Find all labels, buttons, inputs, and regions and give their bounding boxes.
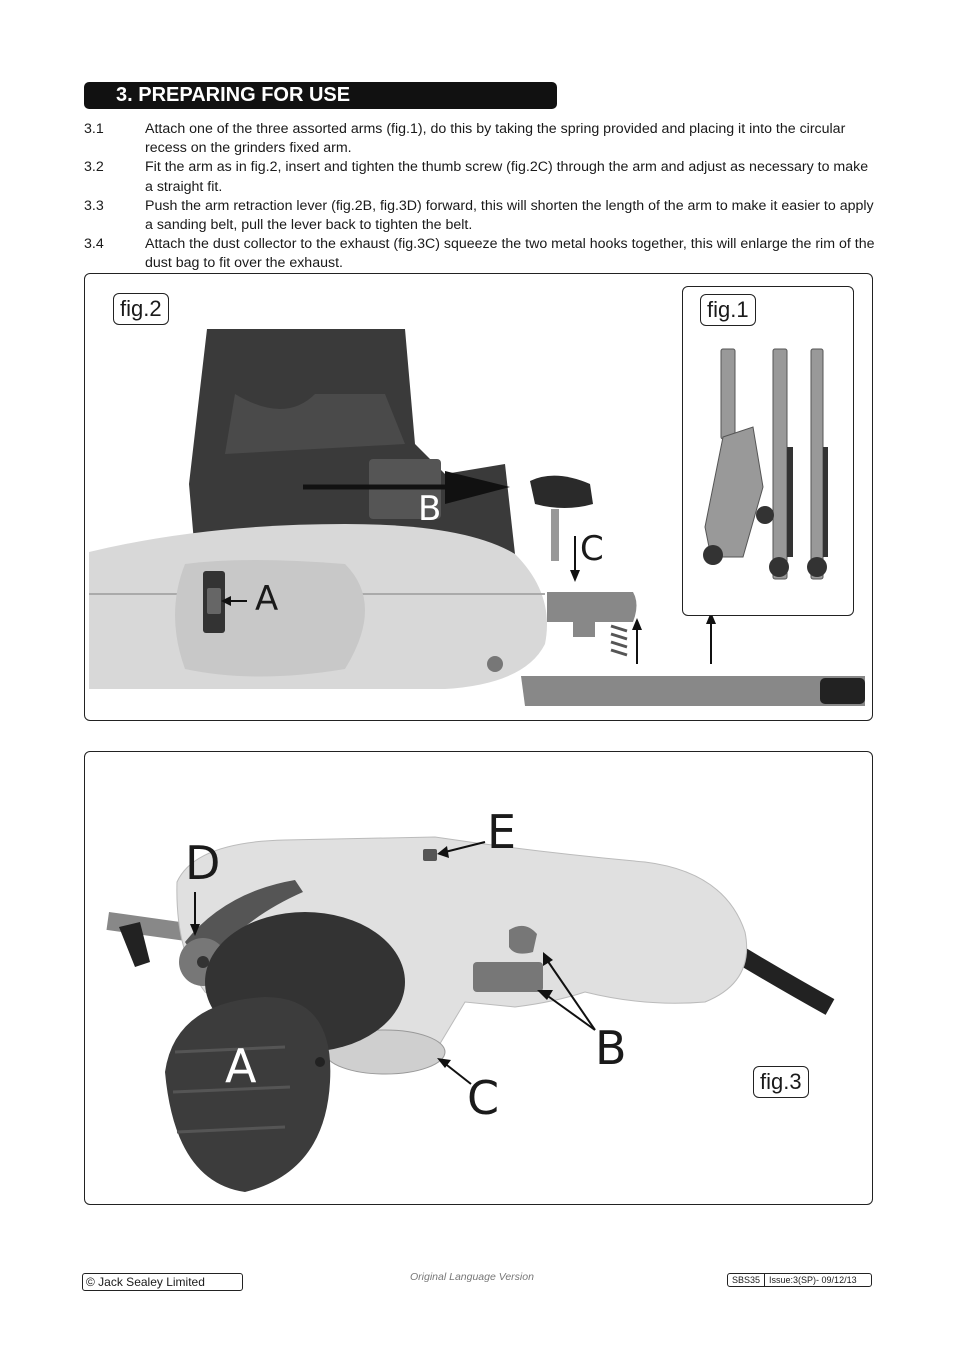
fig1-illustration <box>703 348 828 580</box>
fig3-callout-c: C <box>467 1071 500 1125</box>
step-text: Attach one of the three assorted arms (f… <box>145 121 846 157</box>
step-number: 3.1 <box>84 121 104 137</box>
fig2-callout-b: B <box>418 489 442 529</box>
fig2-callout-a: A <box>255 579 279 619</box>
step-number: 3.4 <box>84 236 104 253</box>
step-item: 3.2 Fit the arm as in fig.2, insert and … <box>84 158 876 196</box>
fig3-callout-d: D <box>185 836 221 890</box>
fig3-callout-b: B <box>595 1021 627 1075</box>
step-text: Push the arm retraction lever (fig.2B, f… <box>145 197 874 234</box>
fig1-panel: fig.1 <box>682 286 854 616</box>
copyright-notice: © Jack Sealey Limited <box>82 1273 243 1291</box>
step-number: 3.2 <box>84 159 104 176</box>
step-text: Attach the dust collector to the exhaust… <box>145 236 875 272</box>
model-number: SBS35 <box>732 1275 761 1285</box>
fig1-label: fig.1 <box>700 294 756 326</box>
fig3-callout-e: E <box>487 805 517 859</box>
step-item: 3.1 Attach one of the three assorted arm… <box>84 120 876 158</box>
step-item: 3.4 Attach the dust collector to the exh… <box>84 235 876 273</box>
fig3-illustration <box>106 836 835 1192</box>
fig3-label: fig.3 <box>753 1066 809 1098</box>
document-reference: SBS35 Issue:3(SP)- 09/12/13 <box>727 1273 872 1287</box>
step-number: 3.3 <box>84 197 104 214</box>
fig2-label: fig.2 <box>113 293 169 325</box>
steps-list: 3.1 Attach one of the three assorted arm… <box>84 120 876 274</box>
fig2-illustration <box>89 329 865 706</box>
section-title: 3. PREPARING FOR USE <box>84 82 557 109</box>
figure-panel-top: fig.2 A B C fig.1 <box>84 273 873 721</box>
step-item: 3.3 Push the arm retraction lever (fig.2… <box>84 197 876 235</box>
figure-panel-bottom: A B C D E fig.3 <box>84 751 873 1205</box>
fig3-callout-a: A <box>225 1039 257 1093</box>
version-note: Original Language Version <box>410 1271 534 1283</box>
issue-date: Issue:3(SP)- 09/12/13 <box>764 1274 861 1286</box>
step-text: Fit the arm as in fig.2, insert and tigh… <box>145 159 869 195</box>
fig2-callout-c: C <box>580 529 604 569</box>
